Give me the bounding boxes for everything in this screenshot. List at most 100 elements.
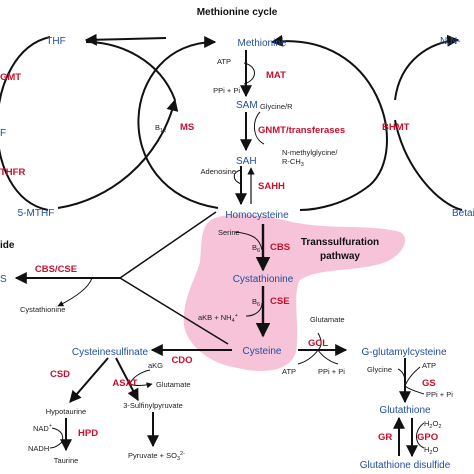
left-cycle-arc: [0, 36, 51, 211]
label-akb-nh4: aKB + NH4+: [198, 313, 238, 324]
ms-arrow-start: [84, 33, 167, 46]
label-h2o2: H2O2: [424, 419, 441, 430]
gcl-side-arc-pi: [317, 349, 339, 365]
label-glycine-r: Glycine/R: [260, 102, 293, 111]
label-b6-cse-text: B: [252, 297, 257, 306]
gs-side-arc-glycine: [397, 368, 406, 383]
label-3-sulfinylpyruvate: 3-Sulfinylpyruvate: [123, 401, 183, 410]
label-r-ch3-text: R-CH: [282, 157, 301, 166]
right-cycle-arc: [270, 34, 388, 211]
label-h2o-o: O: [432, 445, 438, 454]
label-r-ch3: R-CH3: [282, 157, 304, 168]
label-b6-cse-sub: 6: [257, 302, 260, 308]
enzyme-sahh: SAHH: [258, 181, 285, 192]
ms-arc-to-thf: [85, 41, 176, 101]
enzyme-gs: GS: [422, 378, 436, 389]
label-glutamate-asat: Glutamate: [156, 380, 191, 389]
label-nad-text: NAD: [33, 424, 49, 433]
metabolite-glutathione: Glutathione: [379, 405, 431, 416]
cbs-cse-branch-upper: [119, 211, 217, 279]
metabolite-sam: SAM: [236, 100, 258, 111]
label-akb-text: aKB + NH: [198, 313, 232, 322]
metabolite-g-glutamylcysteine: G-glutamylcysteine: [361, 347, 446, 358]
metabolite-betaine: Betai: [452, 208, 474, 219]
metabolite-cystathionine: Cystathionine: [233, 274, 294, 285]
label-akb-charge: +: [235, 313, 238, 319]
label-h2o2-h: H: [424, 419, 429, 428]
label-atp-gs: ATP: [422, 361, 436, 370]
glutamate-side-arc: [129, 382, 153, 389]
asat-arrow: [115, 357, 139, 402]
label-atp-mat: ATP: [217, 57, 231, 66]
label-b6-cbs-text: B: [252, 243, 257, 252]
label-ppi-pi-mat: PPi + Pi: [213, 86, 240, 95]
enzyme-gpo: GPO: [417, 432, 438, 443]
enzyme-ms: MS: [180, 122, 194, 133]
label-pyruvate-so3: Pyruvate + SO32-: [128, 451, 185, 462]
label-b12-sub: 12: [160, 128, 166, 134]
label-h2o: H2O: [424, 445, 438, 456]
label-h2o-sub: 2: [429, 450, 432, 456]
label-pyruvate-sub: 3: [177, 456, 180, 462]
enzyme-cse: CSE: [270, 296, 290, 307]
cystathionine-side-arc: [57, 277, 93, 307]
gpo-side-arc: [416, 422, 425, 449]
label-ppi-pi-gcl: PPi + Pi: [318, 367, 345, 376]
enzyme-gcl: GCL: [308, 338, 328, 349]
metabolite-s: S: [0, 274, 7, 285]
label-cystathionine-side: Cystathionine: [20, 305, 65, 314]
akb-side-arc: [245, 302, 263, 317]
enzyme-csd: CSD: [50, 369, 70, 380]
serine-side-arc: [234, 231, 263, 251]
enzyme-gnmt: GNMT/transferases: [258, 125, 345, 136]
enzyme-bhmt: BHMT: [382, 122, 410, 133]
csd-arrow: [69, 357, 109, 403]
label-b6-cbs: B6: [252, 243, 260, 254]
pathway-label-line2: pathway: [320, 251, 360, 262]
enzyme-cbs-cse: CBS/CSE: [35, 264, 77, 275]
metabolite-cysteine: Cysteine: [243, 346, 282, 357]
label-glutamate-gcl: Glutamate: [310, 315, 345, 324]
label-nad: NAD+: [33, 423, 52, 433]
metabolite-glutathione-disulfide: Glutathione disulfide: [360, 460, 451, 471]
label-nadh: NADH: [28, 444, 49, 453]
label-akb-sub: 4: [232, 318, 235, 324]
label-h2o-h: H: [424, 445, 429, 454]
metabolite-5-mthf: 5-MTHF: [18, 208, 55, 219]
label-serine: Serine: [218, 228, 240, 237]
metabolite-cysteinesulfinate: Cysteinesulfinate: [72, 347, 149, 358]
label-b6-cse: B6: [252, 297, 260, 308]
enzyme-thfr: THFR: [0, 167, 25, 178]
label-pyruvate-text: Pyruvate + SO: [128, 451, 177, 460]
label-h2o2-o: O: [432, 419, 438, 428]
enzyme-cbs: CBS: [270, 242, 290, 253]
label-h2o2-sub2: 2: [438, 424, 441, 430]
gs-side-arc-atp: [404, 366, 425, 395]
enzyme-asat: ASAT: [112, 378, 137, 389]
metabolite-thf: THF: [46, 36, 65, 47]
label-akg: aKG: [148, 361, 163, 370]
label-glycine: Glycine: [367, 365, 392, 374]
label-adenosine: Adenosine: [201, 167, 236, 176]
label-ppi-pi-gs: PPi + Pi: [426, 390, 453, 399]
enzyme-hpd: HPD: [78, 428, 98, 439]
metabolite-methionine: Methionine: [238, 38, 287, 49]
label-pyruvate-sup: 2-: [180, 451, 185, 457]
diagram-title: Methionine cycle: [197, 7, 278, 18]
cbs-cse-branch-lower: [119, 277, 229, 345]
label-ide: ide: [0, 240, 15, 251]
pathway-label-line1: Transsulfuration: [301, 237, 379, 248]
label-hypotaurine: Hypotaurine: [46, 407, 86, 416]
enzyme-cdo: CDO: [171, 355, 192, 366]
gnmt-side-arc: [254, 111, 265, 145]
label-atp-gcl: ATP: [282, 367, 296, 376]
label-nad-sup: +: [49, 423, 52, 429]
metabolite-nn: N,N-: [440, 36, 461, 47]
right-cycle-arc-lower: [394, 119, 463, 211]
label-b12: B12: [155, 123, 166, 134]
label-n-methylglycine: N-methylglycine/: [282, 148, 338, 157]
mat-side-arc: [243, 62, 255, 85]
adenosine-side-arc: [233, 169, 242, 185]
